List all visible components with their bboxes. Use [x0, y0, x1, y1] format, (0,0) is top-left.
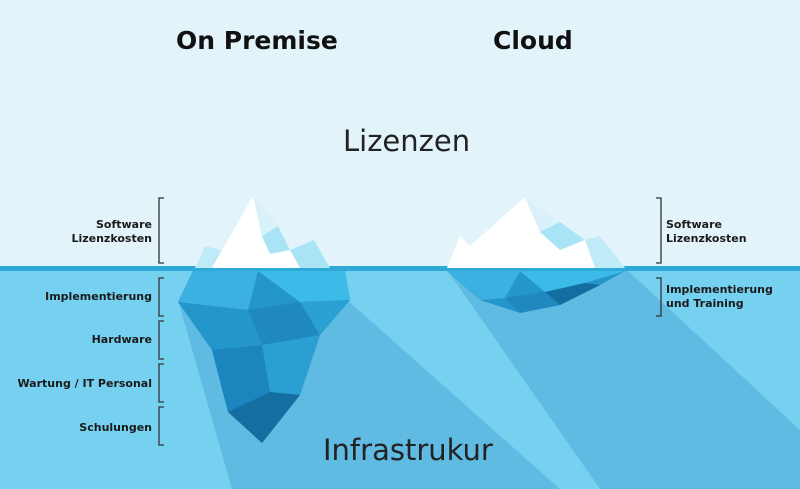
- on-premise-cost-label: Schulungen: [79, 421, 152, 434]
- cloud-cost-label: Software Lizenzkosten: [666, 218, 747, 245]
- on-premise-iceberg-bottom: [178, 271, 350, 443]
- sky-background: [0, 0, 800, 268]
- on-premise-cost-label: Wartung / IT Personal: [17, 377, 152, 390]
- on-premise-iceberg-top: [195, 196, 330, 268]
- on-premise-cost-label: Hardware: [91, 333, 152, 346]
- waterline: [0, 266, 800, 271]
- on-premise-cost-label: Implementierung: [45, 290, 152, 303]
- cloud-iceberg-bottom: [447, 271, 625, 313]
- cloud-brackets: [656, 197, 662, 317]
- on-premise-brackets: [158, 197, 164, 446]
- cloud-heading: Cloud: [493, 26, 573, 55]
- infrastruktur-label: Infrastrukur: [323, 433, 493, 467]
- on-premise-cost-label: Software Lizenzkosten: [71, 218, 152, 245]
- cloud-iceberg-top: [447, 197, 625, 268]
- lizenzen-label: Lizenzen: [343, 124, 471, 158]
- on-premise-heading: On Premise: [176, 26, 338, 55]
- cloud-cost-label: Implementierung und Training: [666, 283, 773, 310]
- cloud-shadow: [447, 268, 800, 489]
